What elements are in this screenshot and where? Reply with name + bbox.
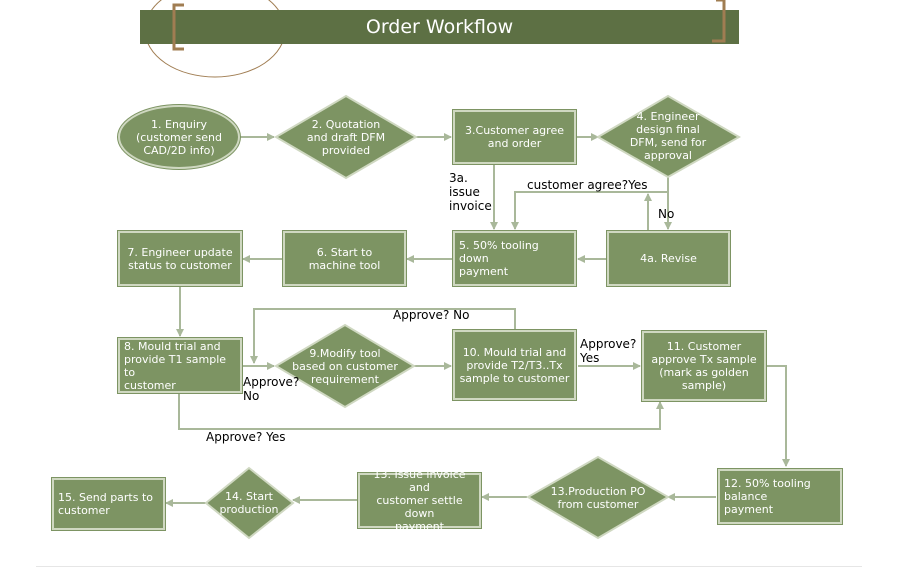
right-bracket: [712, 0, 726, 43]
node-13-issue-invoice: 13. Issue invoice and customer settle do…: [358, 468, 481, 533]
node-10-mould-trial-tx: 10. Mould trial and provide T2/T3..Tx sa…: [453, 330, 576, 400]
node-14-start-production: 14. Start production: [211, 484, 287, 522]
node-1-enquiry: 1. Enquiry (customer send CAD/2D info): [118, 105, 240, 169]
label-no-revise: No: [658, 207, 675, 221]
node-5-label: 5. 50% tooling down payment: [459, 239, 539, 278]
node-8-label: 8. Mould trial and provide T1 sample to …: [124, 339, 227, 392]
node-12-label: 12. 50% tooling balance payment: [724, 477, 811, 516]
label-approve-yes-10: Approve? Yes: [580, 337, 637, 365]
diamond-13p: [526, 455, 670, 540]
node-1-label: 1. Enquiry (customer send CAD/2D info): [135, 117, 223, 157]
node-14-label: 14. Start production: [219, 490, 279, 516]
node-8-mould-trial-t1: 8. Mould trial and provide T1 sample to …: [118, 338, 242, 393]
node-9-label: 9.Modify tool based on customer requirem…: [292, 346, 398, 386]
label-issue-invoice: 3a. issue invoice: [449, 171, 492, 213]
arrow-8-11-yes: [178, 394, 664, 430]
label-approve-no-8: Approve? No: [243, 375, 300, 403]
arrow-10-9-loop: [250, 308, 516, 364]
node-9-modify-tool: 9.Modify tool based on customer requirem…: [286, 338, 404, 394]
node-15-send-parts: 15. Send parts to customer: [52, 478, 165, 530]
label-approve-yes-bottom: Approve? Yes: [206, 430, 286, 444]
node-7-engineer-update: 7. Engineer update status to customer: [118, 231, 242, 286]
node-4-engineer-dfm: 4. Engineer design final DFM, send for a…: [616, 104, 720, 168]
node-6-label: 6. Start to machine tool: [308, 245, 381, 272]
node-15-label: 15. Send parts to customer: [58, 491, 154, 517]
label-approve-no-top: Approve? No: [393, 308, 470, 322]
bottom-rule: [36, 566, 862, 567]
node-11-approve-sample: 11. Customer approve Tx sample (mark as …: [642, 331, 766, 401]
node-13p-label: 13.Production PO from customer: [550, 485, 646, 511]
arrow-yes-5: [511, 191, 668, 230]
node-13-label: 13. Issue invoice and customer settle do…: [373, 468, 466, 533]
node-12-balance-payment: 12. 50% tooling balance payment: [718, 469, 842, 524]
node-7-label: 7. Engineer update status to customer: [127, 245, 233, 272]
node-4a-revise: 4a. Revise: [607, 231, 730, 286]
node-2-quotation: 2. Quotation and draft DFM provided: [286, 108, 406, 166]
label-customer-agree-yes: customer agree?Yes: [527, 178, 648, 192]
diamond-14: [204, 466, 295, 540]
node-2-label: 2. Quotation and draft DFM provided: [306, 117, 386, 157]
node-3-customer-order: 3.Customer agree and order: [453, 110, 576, 164]
diamond-9: [274, 323, 416, 409]
title-bar: Order Workflow: [140, 10, 739, 44]
diamond-4: [596, 94, 742, 179]
arrow-11-12: [767, 365, 790, 467]
node-5-down-payment: 5. 50% tooling down payment: [453, 231, 576, 286]
left-bracket: [172, 3, 184, 51]
diamond-2: [274, 94, 418, 180]
page-title: Order Workflow: [365, 16, 514, 38]
node-4a-label: 4a. Revise: [640, 252, 697, 265]
node-3-label: 3.Customer agree and order: [465, 124, 564, 150]
node-6-machine-tool: 6. Start to machine tool: [283, 231, 406, 286]
node-13p-production-po: 13.Production PO from customer: [540, 478, 656, 518]
node-4-label: 4. Engineer design final DFM, send for a…: [629, 110, 707, 162]
node-11-label: 11. Customer approve Tx sample (mark as …: [651, 340, 757, 392]
node-10-label: 10. Mould trial and provide T2/T3..Tx sa…: [459, 345, 570, 385]
